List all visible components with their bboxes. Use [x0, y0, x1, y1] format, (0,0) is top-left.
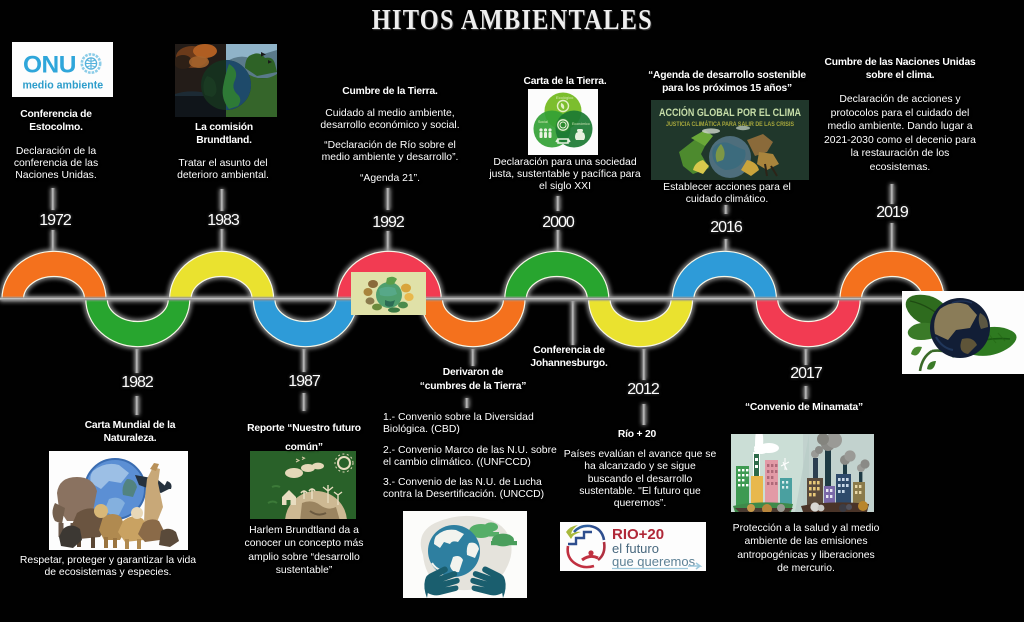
- svg-text:RIO+20: RIO+20: [612, 526, 664, 543]
- svg-text:Ecológico: Ecológico: [556, 95, 574, 100]
- svg-text:JUSTICIA CLIMÁTICA PARA SALIR: JUSTICIA CLIMÁTICA PARA SALIR DE LAS CRI…: [666, 121, 794, 128]
- svg-text:que queremos: que queremos: [612, 554, 696, 569]
- svg-text:ACCIÓN GLOBAL POR EL CLIMA: ACCIÓN GLOBAL POR EL CLIMA: [659, 106, 801, 119]
- svg-text:el futuro: el futuro: [612, 541, 659, 556]
- svg-text:Económico: Económico: [572, 122, 590, 126]
- svg-text:Social: Social: [538, 120, 548, 124]
- svg-text:ONU: ONU: [23, 52, 76, 79]
- svg-text:medio ambiente: medio ambiente: [23, 80, 104, 92]
